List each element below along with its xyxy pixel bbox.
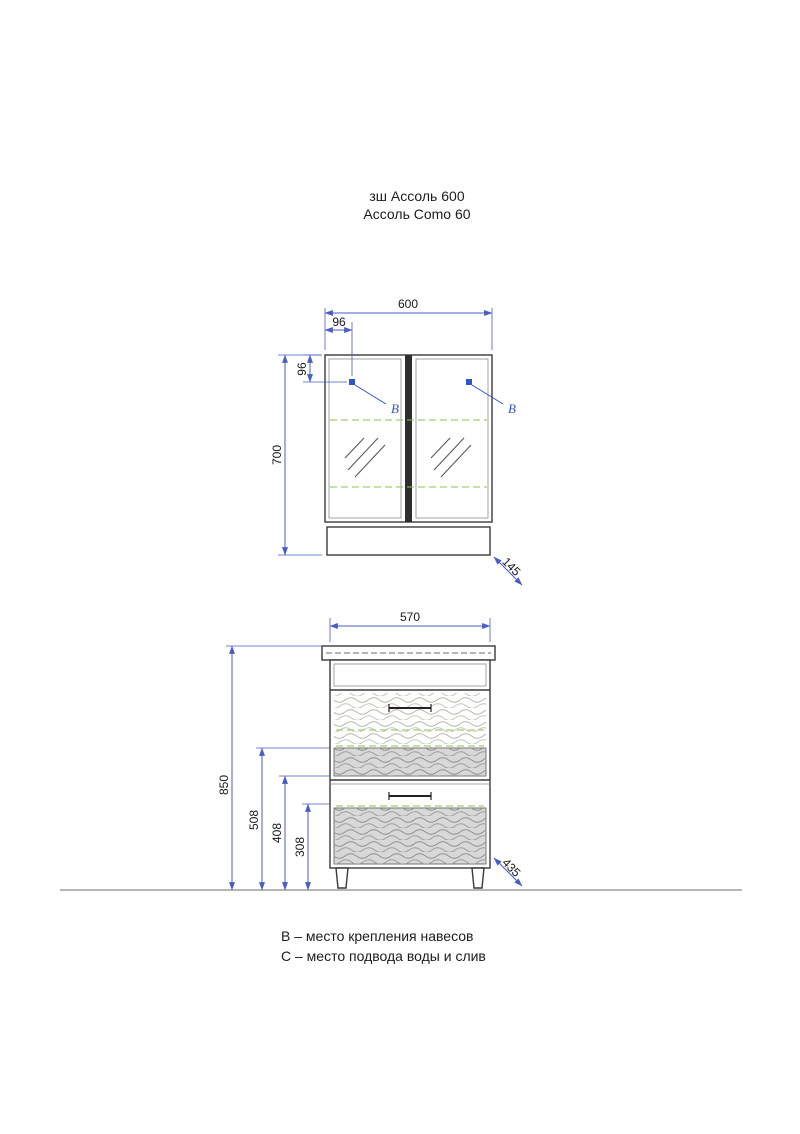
- dim-floor-h2: 408: [270, 775, 330, 891]
- top-rail: [333, 663, 487, 687]
- mount-point-right: [466, 379, 472, 385]
- leg-right: [471, 867, 485, 889]
- leg-left: [335, 867, 349, 889]
- floor-cabinet-drawing: 570 850 508 408 308 435: [60, 610, 742, 891]
- dim-floor-h3-label: 308: [293, 837, 307, 857]
- mount-points: В В: [349, 379, 516, 416]
- legend: В – место крепления навесов С – место по…: [281, 928, 486, 964]
- dim-mirror-offset-x-label: 96: [332, 315, 346, 329]
- mount-point-left: [349, 379, 355, 385]
- dim-floor-depth: 435: [493, 856, 524, 887]
- dim-floor-h3: 308: [293, 803, 330, 891]
- drawing-title: зш Ассоль 600 Ассоль Como 60: [363, 188, 470, 222]
- dim-floor-width-label: 570: [400, 610, 420, 624]
- dim-mirror-offset-x: 96: [324, 315, 353, 376]
- legend-line2: С – место подвода воды и слив: [281, 948, 486, 964]
- dim-floor-depth-label: 435: [499, 856, 523, 880]
- center-divider: [405, 355, 412, 522]
- mirror-door-left: [328, 358, 402, 519]
- title-line2: Ассоль Como 60: [363, 206, 470, 222]
- legend-line1: В – место крепления навесов: [281, 928, 473, 944]
- mirror-shelf-dashed-lines: [330, 419, 487, 488]
- mirror-hatch-lines: [344, 437, 472, 478]
- dim-floor-h1-label: 508: [247, 810, 261, 830]
- drawer1-front: [334, 693, 486, 744]
- mount-label-left: В: [391, 401, 399, 416]
- dim-floor-h1: 508: [247, 747, 330, 891]
- dim-mirror-width-label: 600: [398, 297, 418, 311]
- cabinet-legs: [335, 867, 485, 889]
- mirror-cabinet-shelf: [326, 526, 491, 556]
- dim-floor-height-label: 850: [217, 775, 231, 795]
- drawer2-handle: [388, 792, 432, 800]
- drawer1-handle: [388, 704, 432, 712]
- mirror-cabinet-drawing: В В 600 96 96 7: [270, 297, 524, 586]
- mirror-door-right: [415, 358, 489, 519]
- dim-mirror-offset-y-label: 96: [295, 362, 309, 376]
- title-line1: зш Ассоль 600: [369, 188, 464, 204]
- dim-floor-height: 850: [217, 645, 322, 891]
- countertop: [321, 645, 496, 661]
- dim-mirror-height: 700: [270, 354, 322, 556]
- cabinet-body: [329, 659, 491, 869]
- dim-mirror-width: 600: [324, 297, 493, 350]
- dim-mirror-height-label: 700: [270, 445, 284, 465]
- dim-floor-width: 570: [329, 610, 491, 642]
- mount-label-right: В: [508, 401, 516, 416]
- dim-floor-h2-label: 408: [270, 823, 284, 843]
- dim-mirror-depth: 145: [493, 555, 524, 586]
- dim-mirror-depth-label: 145: [499, 555, 523, 579]
